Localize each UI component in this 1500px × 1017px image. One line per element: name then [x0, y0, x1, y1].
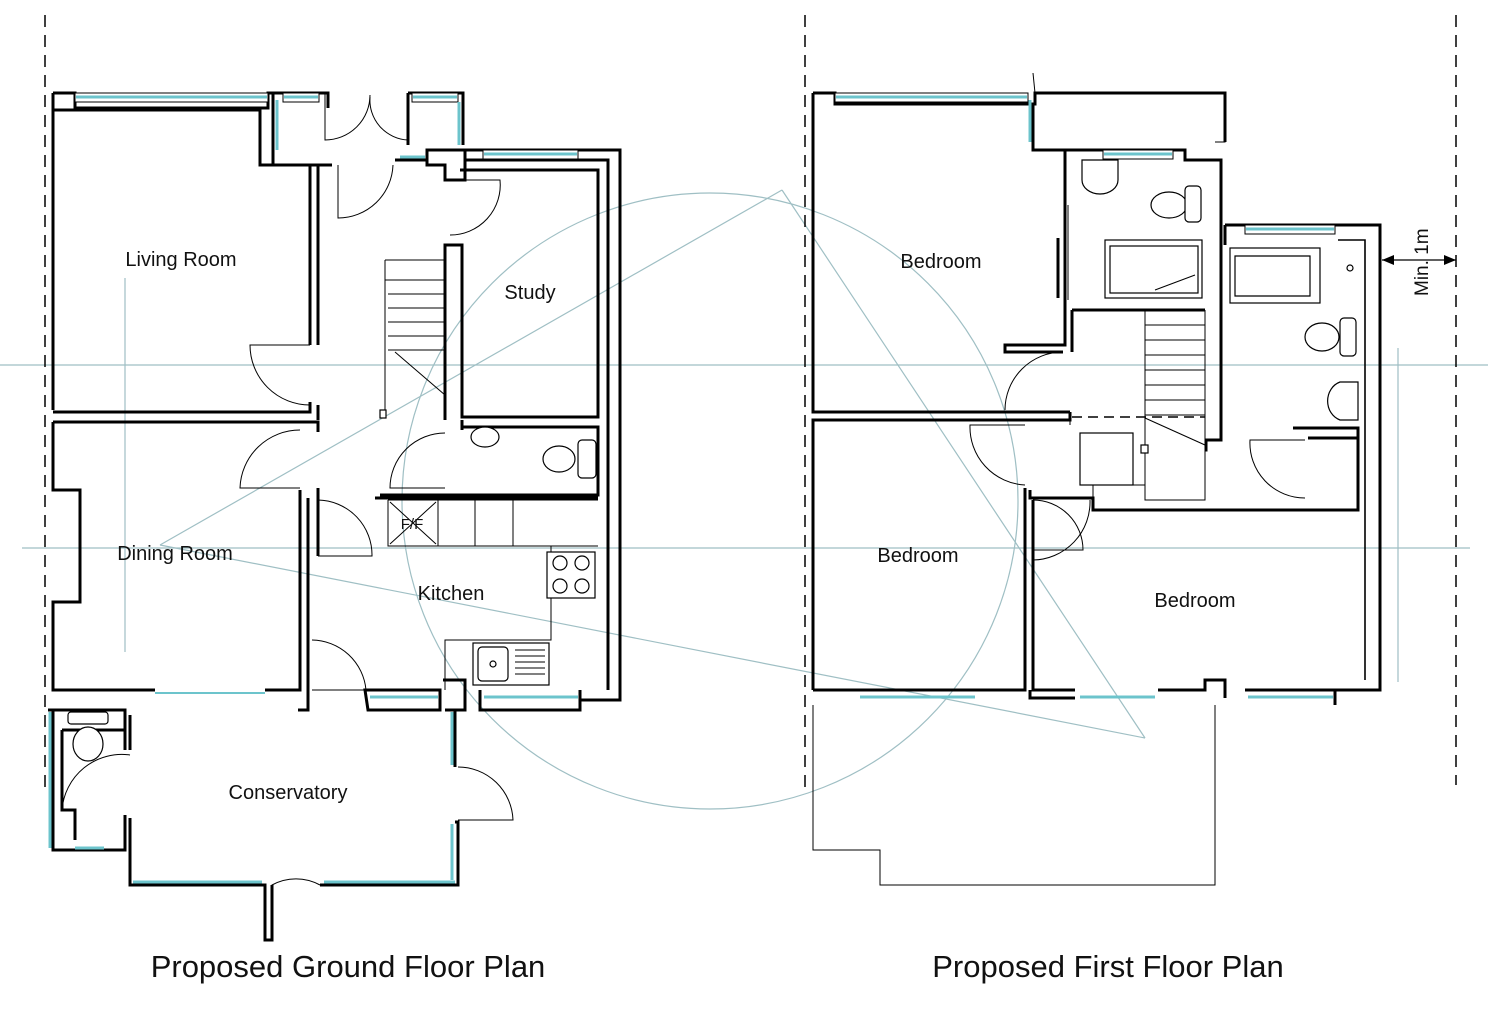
dimension-label-min-1m: Min. 1m: [1412, 228, 1433, 296]
first-floor-caption: Proposed First Floor Plan: [932, 949, 1283, 984]
first-windows: [834, 92, 1336, 699]
fridge-freezer-label: F/F: [401, 516, 424, 533]
ground-windows: [48, 92, 579, 884]
first-floor-plan: [811, 72, 1456, 886]
room-label-bedroom-2: Bedroom: [877, 545, 958, 567]
room-label-bedroom-3: Bedroom: [1154, 590, 1235, 612]
room-label-dining-room: Dining Room: [117, 543, 233, 565]
room-label-conservatory: Conservatory: [229, 782, 348, 804]
room-label-bedroom-1: Bedroom: [900, 251, 981, 273]
min-1m-dimension: [1382, 255, 1456, 265]
room-label-living-room: Living Room: [125, 249, 236, 271]
ground-floor-plan: [48, 91, 622, 942]
construction-guides: [0, 189, 1488, 810]
ground-floor-caption: Proposed Ground Floor Plan: [151, 949, 546, 984]
room-label-study: Study: [504, 282, 555, 304]
boundary-lines: [44, 15, 1457, 790]
room-label-kitchen: Kitchen: [418, 583, 485, 605]
